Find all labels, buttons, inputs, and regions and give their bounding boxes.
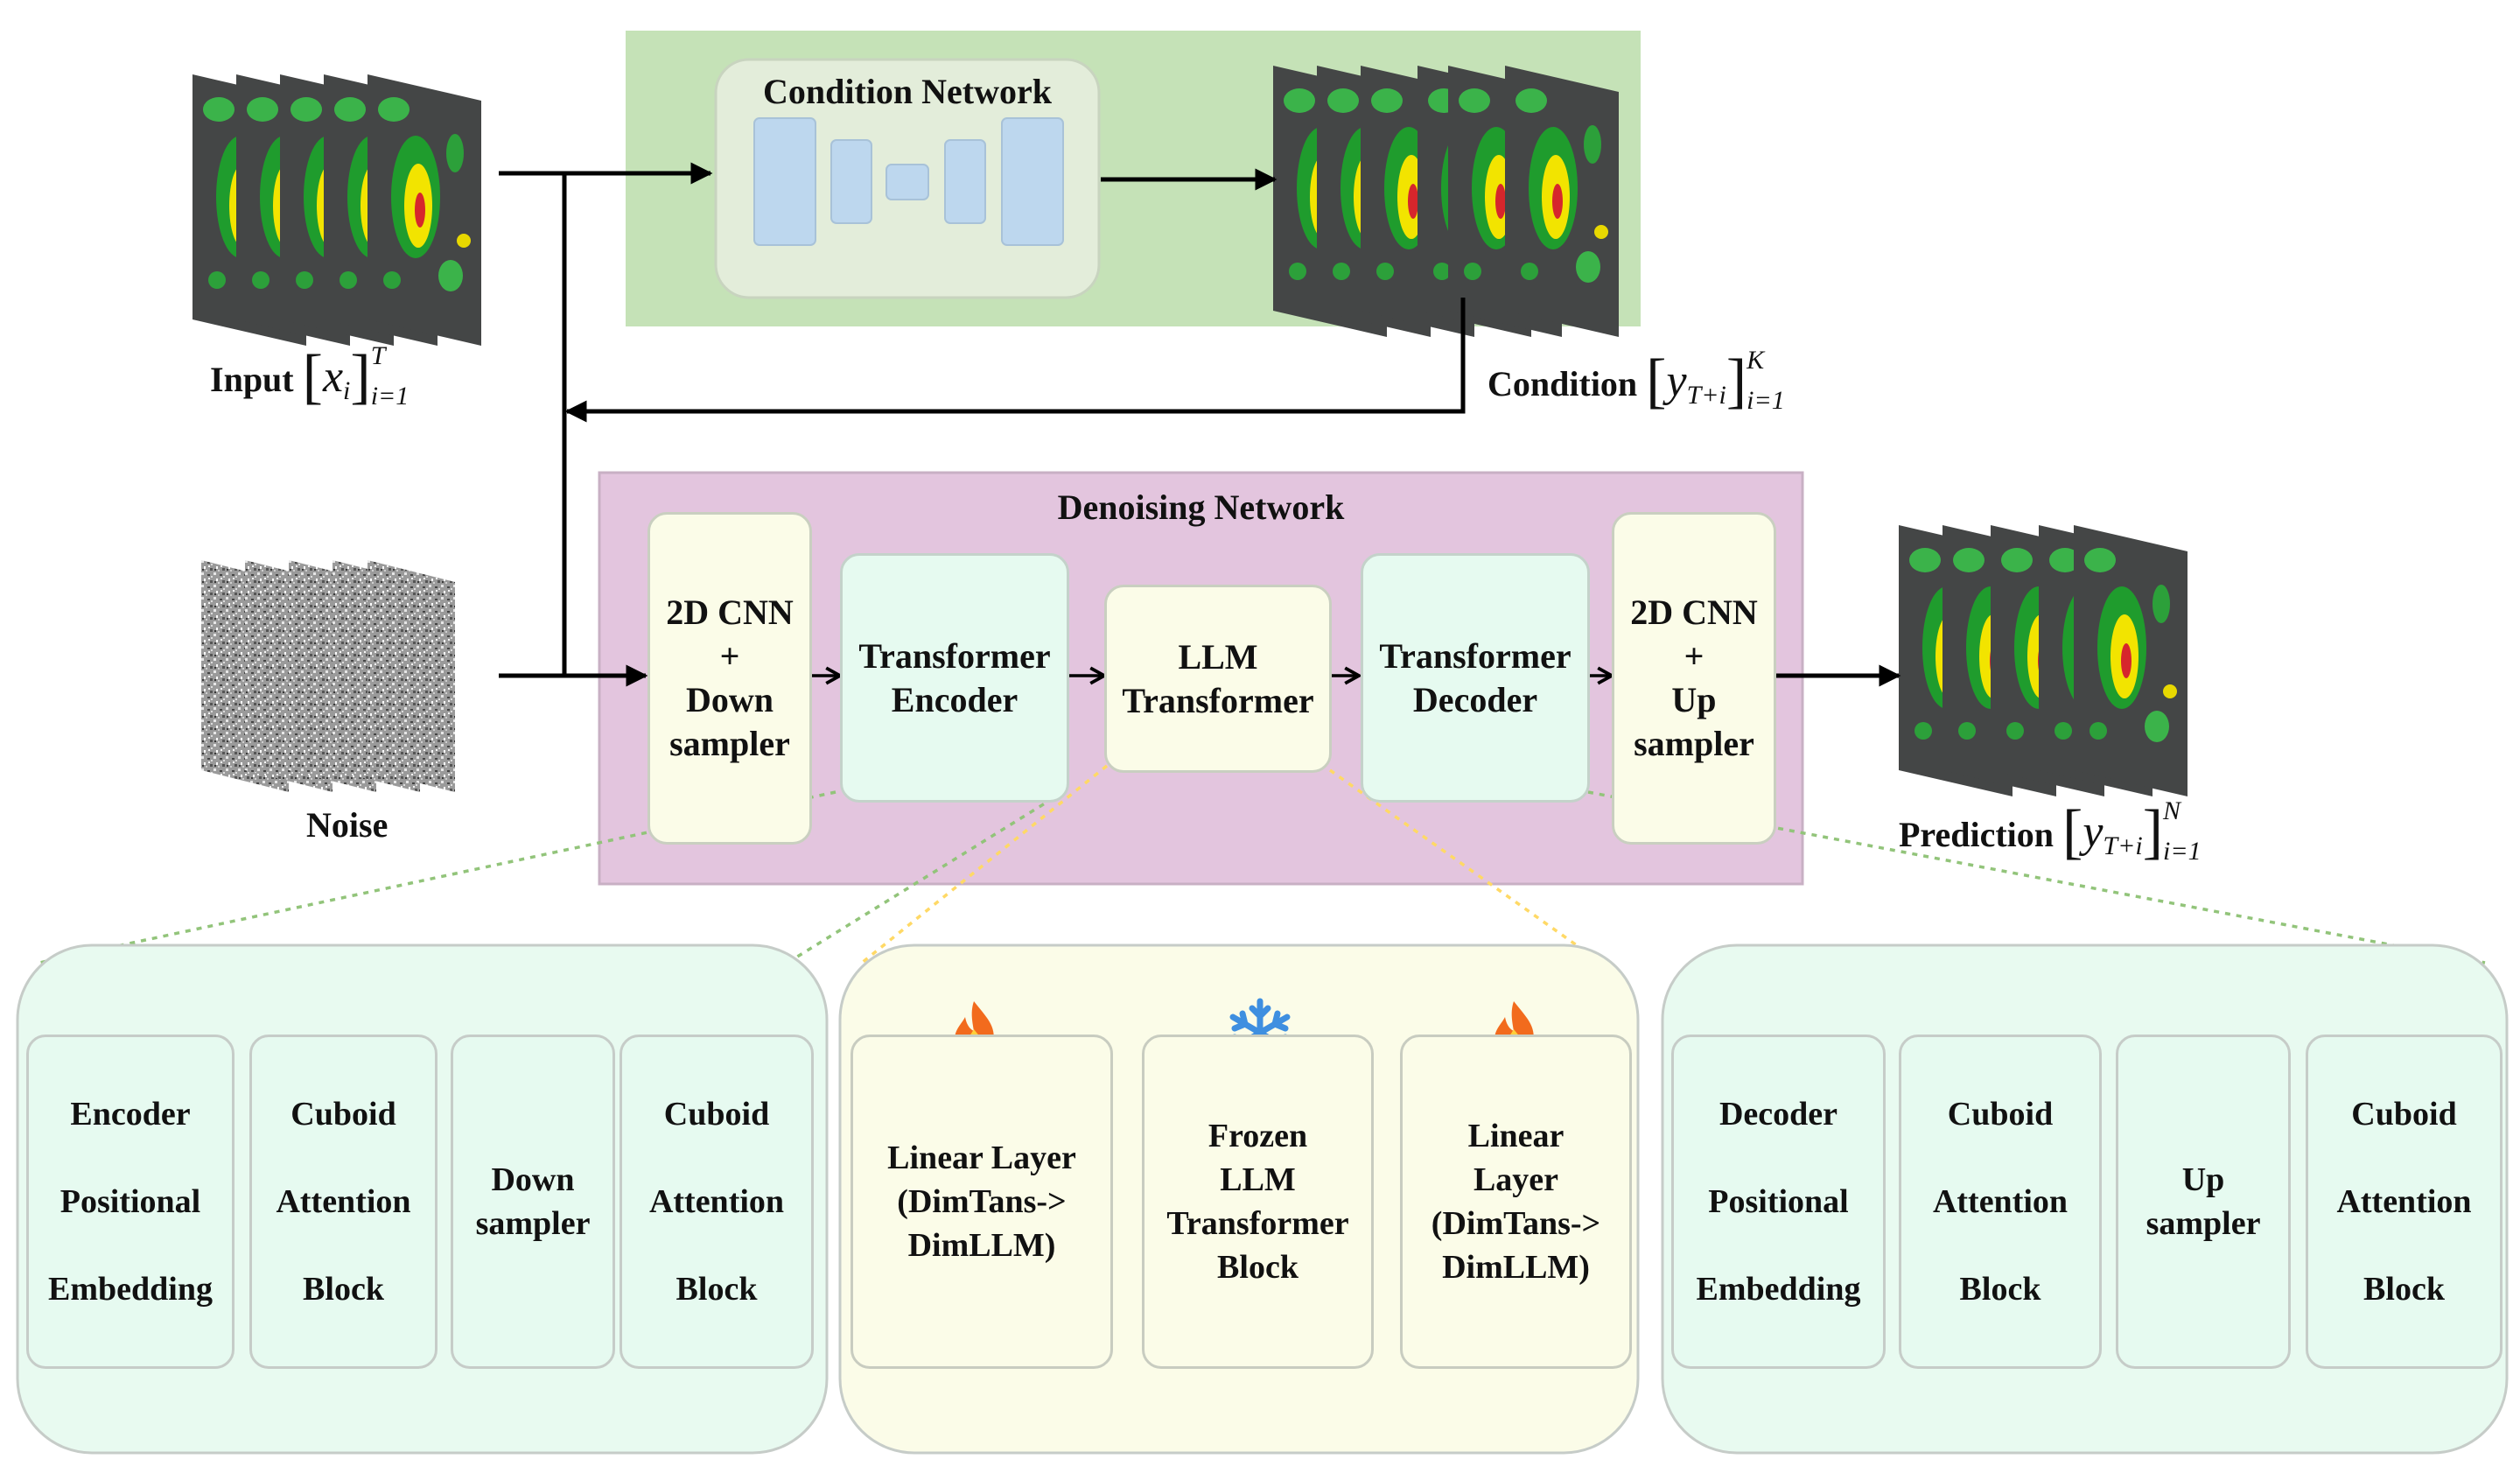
input-frames <box>192 74 481 346</box>
condition-frames <box>1273 66 1619 337</box>
prediction-frames <box>1899 525 2188 796</box>
noise-label: Noise <box>306 805 388 845</box>
noise-frames <box>201 560 455 792</box>
linear-layer-in-block: Linear Layer(DimTans->DimLLM) <box>850 1035 1113 1369</box>
denoising-network-title: Denoising Network <box>1057 487 1345 527</box>
condition-network-title: Condition Network <box>762 72 1053 111</box>
